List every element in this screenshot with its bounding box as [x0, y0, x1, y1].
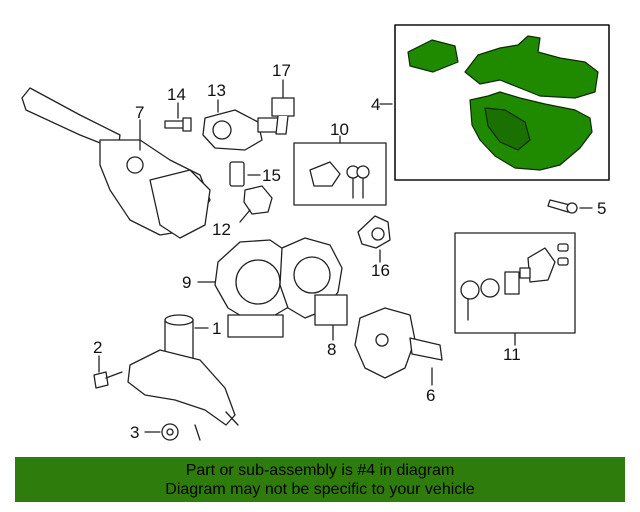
part-13-ignition-cylinder[interactable] — [202, 109, 279, 151]
banner-line-1: Part or sub-assembly is #4 in diagram — [185, 461, 455, 479]
part-16-grommet[interactable] — [357, 215, 391, 249]
part-11-key-set[interactable] — [460, 243, 569, 321]
part-14-bolt[interactable] — [164, 117, 192, 132]
part-6-switch-lever[interactable] — [354, 307, 443, 379]
callout-4: 4 — [371, 95, 381, 114]
part-12-bracket[interactable] — [243, 185, 273, 215]
part-17-sensor[interactable] — [271, 97, 295, 135]
part-7-lever-switch[interactable] — [21, 87, 211, 239]
callout-7: 7 — [135, 103, 145, 122]
callout-6: 6 — [426, 386, 436, 405]
part-4-cover-highlight[interactable] — [407, 35, 599, 171]
callout-11: 11 — [503, 345, 521, 364]
part-2-bolt[interactable] — [93, 371, 123, 389]
part-column-shaft — [127, 349, 239, 441]
callout-15: 15 — [262, 166, 281, 185]
part-15-clip[interactable] — [229, 161, 245, 187]
callout-12: 12 — [212, 220, 231, 239]
leader-12 — [239, 209, 251, 223]
callout-10: 10 — [330, 120, 349, 139]
part-5-screw[interactable] — [547, 199, 578, 214]
callout-2: 2 — [93, 338, 103, 357]
notice-banner: Part or sub-assembly is #4 in diagram Di… — [15, 457, 625, 502]
callout-8: 8 — [327, 340, 337, 359]
callout-13: 13 — [207, 81, 226, 100]
callout-5: 5 — [597, 199, 607, 218]
callout-1: 1 — [212, 319, 222, 338]
part-9-spiral-cable[interactable] — [214, 239, 301, 338]
callout-14: 14 — [167, 85, 186, 104]
callout-17: 17 — [272, 61, 291, 80]
part-10-lock-set[interactable] — [309, 161, 370, 199]
part-3-nut[interactable] — [161, 423, 179, 441]
callout-3: 3 — [130, 423, 140, 442]
banner-line-2: Diagram may not be specific to your vehi… — [165, 480, 475, 498]
callout-9: 9 — [182, 273, 192, 292]
part-8-switch-body[interactable] — [279, 237, 348, 326]
callout-16: 16 — [371, 261, 390, 280]
